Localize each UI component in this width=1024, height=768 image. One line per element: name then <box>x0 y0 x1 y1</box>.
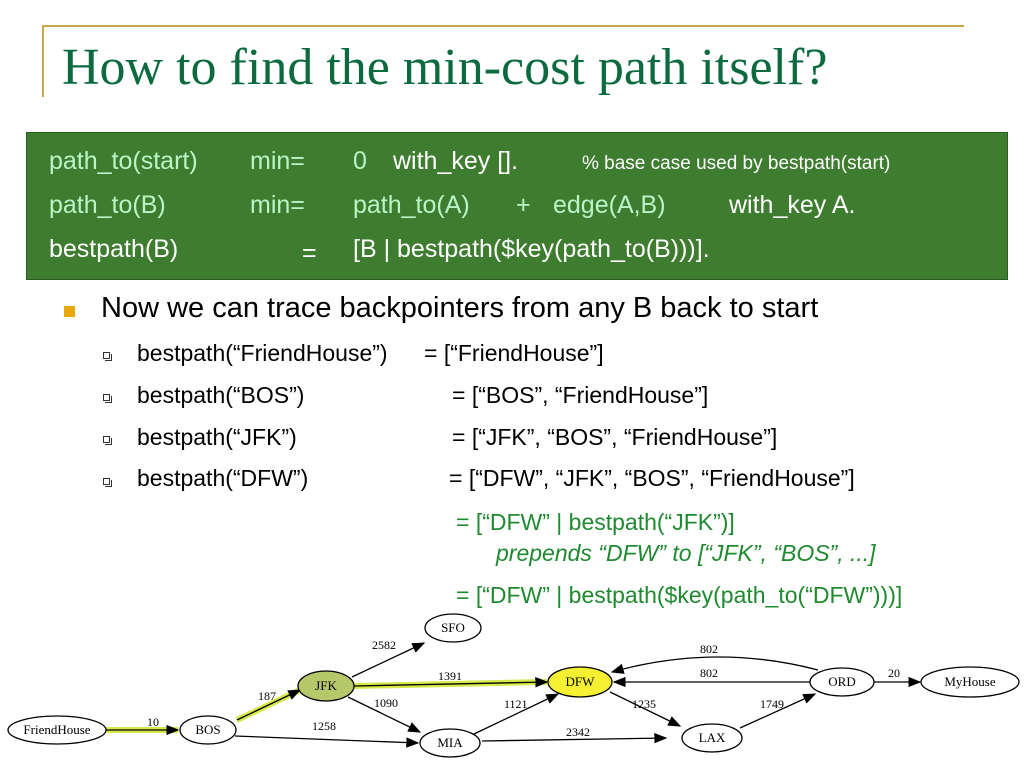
edge-label: 187 <box>258 689 276 703</box>
row1-lhs: path_to(start) <box>49 147 198 175</box>
edge-label: 1391 <box>438 669 462 683</box>
row2-plus: + <box>516 191 531 219</box>
node-label-sfo: SFO <box>441 620 465 635</box>
sub-item-rhs: = [“JFK”, “BOS”, “FriendHouse”] <box>452 424 778 450</box>
node-sfo <box>424 613 482 643</box>
derivation-line-1: = [“DFW” | bestpath(“JFK”)] <box>456 509 735 535</box>
edge-mia-dfw <box>473 693 560 735</box>
row3-op: = <box>302 239 317 267</box>
row1-comment: % base case used by bestpath(start) <box>582 153 891 174</box>
row2-rhs1: path_to(A) <box>353 191 470 219</box>
edge-label: 1258 <box>312 719 336 733</box>
main-bullet-icon <box>64 306 75 317</box>
decorative-top-rule <box>42 25 964 27</box>
row2-lhs: path_to(B) <box>49 191 166 219</box>
node-dfw <box>547 666 613 698</box>
sub-item-lhs: bestpath(“JFK”) <box>137 424 297 450</box>
node-label-myhouse: MyHouse <box>944 674 996 689</box>
edge-label: 1090 <box>374 696 398 710</box>
sub-bullet-icon <box>103 394 112 403</box>
edge-bos-jfk <box>236 689 302 721</box>
sub-bullet-icon <box>103 352 112 361</box>
edge-bos-mia <box>234 735 420 748</box>
edge-jfk-dfw <box>353 677 549 688</box>
sub-item-lhs: bestpath(“FriendHouse”) <box>137 340 388 366</box>
node-bos <box>179 715 237 745</box>
derivation-line-2: = [“DFW” | bestpath($key(path_to(“DFW”))… <box>456 582 903 608</box>
node-label-bos: BOS <box>195 722 220 737</box>
edge-label: 1749 <box>760 697 784 711</box>
row1-rhs: 0 <box>353 147 367 175</box>
node-label-jfk: JFK <box>315 678 337 693</box>
derivation-note: prepends “DFW” to [“JFK”, “BOS”, ...] <box>496 540 876 566</box>
sub-item-lhs: bestpath(“BOS”) <box>137 382 305 408</box>
edge-label: 2342 <box>566 725 590 739</box>
node-friendhouse <box>7 715 107 745</box>
sub-item-lhs: bestpath(“DFW”) <box>137 465 309 491</box>
node-jfk <box>297 670 355 702</box>
edge-jfk-mia <box>347 696 422 733</box>
edge-label: 10 <box>147 715 159 729</box>
edge-lax-ord <box>739 693 817 729</box>
edge-label: 1121 <box>504 697 528 711</box>
row2-with-key: with_key A. <box>729 191 856 219</box>
edge-label: 1235 <box>632 697 656 711</box>
sub-item-rhs: = [“BOS”, “FriendHouse”] <box>452 382 709 408</box>
edge-ord-dfw-top <box>610 656 819 674</box>
row1-with-key: with_key []. <box>393 147 519 175</box>
node-ord <box>809 667 875 697</box>
node-label-ord: ORD <box>828 674 855 689</box>
edge-label: 802 <box>700 666 718 680</box>
row3-rhs: [B | bestpath($key(path_to(B)))]. <box>353 235 710 263</box>
node-mia <box>419 728 481 758</box>
node-myhouse <box>920 666 1020 698</box>
sub-bullet-icon <box>103 478 112 487</box>
node-label-dfw: DFW <box>566 674 596 689</box>
route-graph: 10 187 1258 2582 1391 1090 1121 2342 123… <box>7 613 1020 758</box>
sub-item-rhs: = [“FriendHouse”] <box>424 340 604 366</box>
edge-label: 20 <box>888 666 900 680</box>
sub-item-rhs: = [“DFW”, “JFK”, “BOS”, “FriendHouse”] <box>449 465 855 491</box>
row2-op: min= <box>250 191 305 219</box>
node-lax <box>681 723 743 753</box>
row1-op: min= <box>250 147 305 175</box>
edge-jfk-sfo <box>351 642 426 678</box>
row2-rhs2: edge(A,B) <box>553 191 666 219</box>
edge-mia-lax <box>481 732 668 744</box>
node-label-friendhouse: FriendHouse <box>23 722 90 737</box>
decorative-left-rule <box>42 25 44 97</box>
row3-lhs: bestpath(B) <box>49 235 179 263</box>
slide-title: How to find the min-cost path itself? <box>62 39 828 96</box>
node-label-mia: MIA <box>437 735 463 750</box>
edge-label: 802 <box>700 642 718 656</box>
main-bullet-text: Now we can trace backpointers from any B… <box>101 292 819 324</box>
code-box: path_to(start) min= 0 with_key []. % bas… <box>26 132 1008 280</box>
node-label-lax: LAX <box>699 730 726 745</box>
edge-dfw-lax <box>609 691 682 727</box>
sub-bullet-icon <box>103 436 112 445</box>
edge-label: 2582 <box>372 638 396 652</box>
